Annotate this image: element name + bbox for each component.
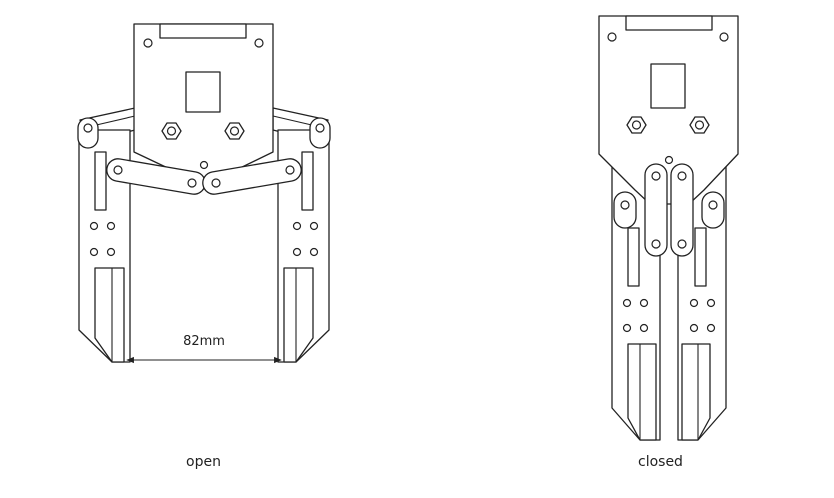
open-right-nut xyxy=(224,122,245,140)
dimension-label: 82mm xyxy=(183,334,225,349)
open-right-finger xyxy=(277,129,330,363)
left-finger-slot xyxy=(94,151,107,211)
right-finger-pad xyxy=(283,267,314,363)
closed-right-nut xyxy=(689,116,710,134)
closed-plate-window xyxy=(650,63,686,109)
open-gripper: 82mm xyxy=(77,23,331,364)
open-left-finger xyxy=(78,129,131,363)
plate-window xyxy=(185,71,221,113)
closed-pivot-arms xyxy=(613,191,725,229)
left-finger-pad xyxy=(94,267,125,363)
closed-left-finger-slot xyxy=(627,227,640,287)
plate-top-slot xyxy=(159,23,247,39)
closed-left-finger-pad xyxy=(627,343,657,441)
open-left-nut xyxy=(161,122,182,140)
closed-left-nut xyxy=(626,116,647,134)
open-base-plate xyxy=(133,23,274,189)
open-pivot-arms xyxy=(77,117,331,149)
closed-right-finger-slot xyxy=(694,227,707,287)
closed-caption: closed xyxy=(638,454,683,470)
right-finger-slot xyxy=(301,151,314,211)
closed-plate-top-slot xyxy=(625,15,713,31)
closed-gripper xyxy=(598,15,739,441)
closed-right-link xyxy=(670,163,694,257)
open-left-link xyxy=(106,158,206,195)
open-dimension: 82mm xyxy=(126,334,282,364)
open-right-link xyxy=(202,158,302,195)
closed-base-plate xyxy=(598,15,739,205)
closed-right-finger-pad xyxy=(681,343,711,441)
closed-left-link xyxy=(644,163,668,257)
open-caption: open xyxy=(186,454,221,470)
